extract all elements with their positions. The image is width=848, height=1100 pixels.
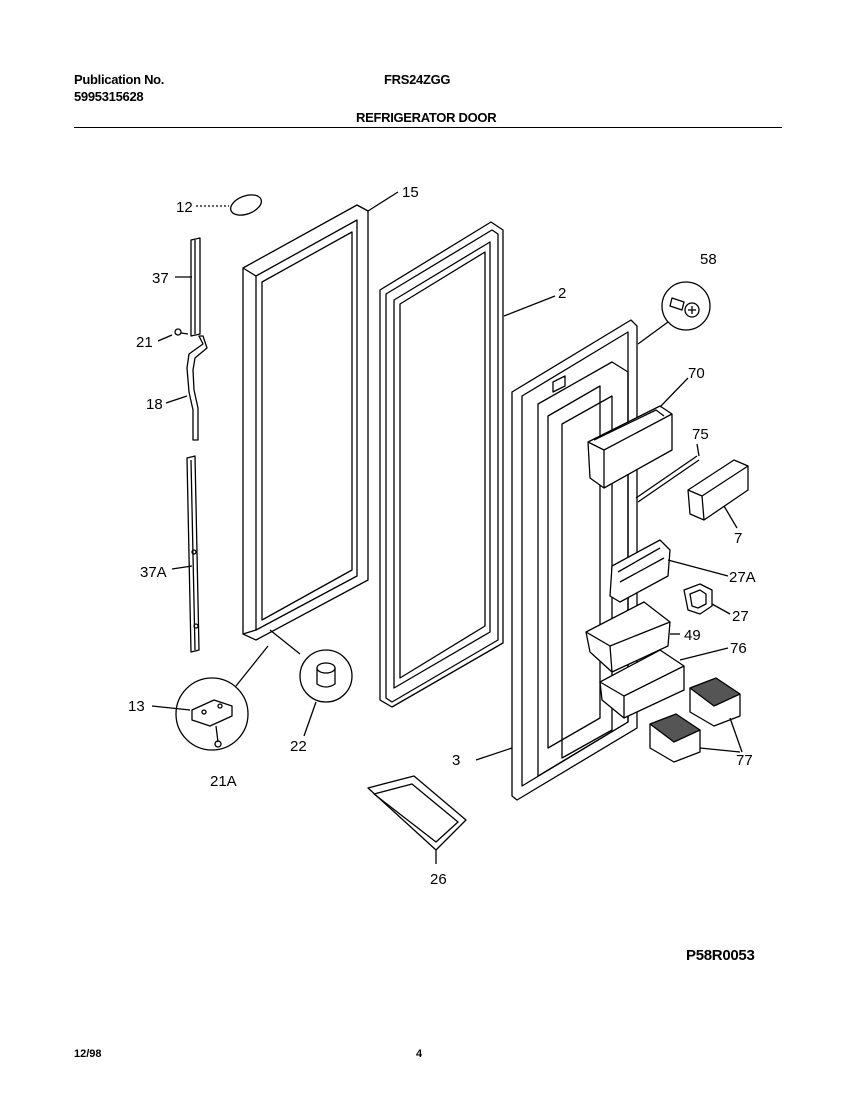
part-label-49: 49: [684, 627, 701, 644]
publication-number: 5995315628: [74, 89, 144, 104]
part-label-76: 76: [730, 640, 747, 657]
header-rule: [74, 127, 782, 128]
footer-date: 12/98: [74, 1048, 102, 1060]
part-2-gasket: [379, 221, 556, 708]
part-75-strip: [635, 443, 700, 503]
part-label-27: 27: [732, 608, 749, 625]
part-label-70: 70: [688, 365, 705, 382]
part-label-58: 58: [700, 251, 717, 268]
part-label-37a: 37A: [140, 564, 167, 581]
part-26-tray: [367, 775, 467, 864]
part-70-bin: [587, 377, 689, 489]
part-label-37: 37: [152, 270, 169, 287]
part-label-22: 22: [290, 738, 307, 755]
part-label-21a: 21A: [210, 773, 237, 790]
part-7-cover: [687, 459, 749, 529]
part-13-hinge: [151, 645, 269, 751]
part-77-pads: [649, 677, 743, 763]
part-37-strip: [175, 237, 201, 337]
part-label-77: 77: [736, 752, 753, 769]
part-22-bushing: [269, 629, 353, 737]
part-label-21: 21: [136, 334, 153, 351]
part-label-2: 2: [558, 285, 566, 302]
part-27a-cover: [609, 539, 729, 603]
publication-label: Publication No.: [74, 72, 165, 87]
part-label-27a: 27A: [729, 569, 756, 586]
part-76-bin: [599, 647, 729, 719]
figure-code: P58R0053: [686, 947, 755, 964]
part-label-18: 18: [146, 396, 163, 413]
part-label-13: 13: [128, 698, 145, 715]
part-15-frame: [242, 191, 399, 641]
model-number: FRS24ZGG: [384, 72, 451, 87]
part-label-75: 75: [692, 426, 709, 443]
part-21-screw: [157, 328, 189, 342]
part-27-gasket: [683, 583, 731, 615]
footer-page-number: 4: [416, 1048, 423, 1060]
part-49-bin: [585, 601, 680, 673]
part-12-badge: [196, 194, 262, 216]
section-title: REFRIGERATOR DOOR: [356, 110, 497, 125]
part-37a-strip: [171, 455, 200, 653]
part-label-12: 12: [176, 199, 193, 216]
part-18-handle: [165, 335, 208, 441]
part-58-screw: [637, 281, 711, 345]
part-label-26: 26: [430, 871, 447, 888]
part-label-15: 15: [402, 184, 419, 201]
part-label-7: 7: [734, 530, 742, 547]
part-label-3: 3: [452, 752, 460, 769]
